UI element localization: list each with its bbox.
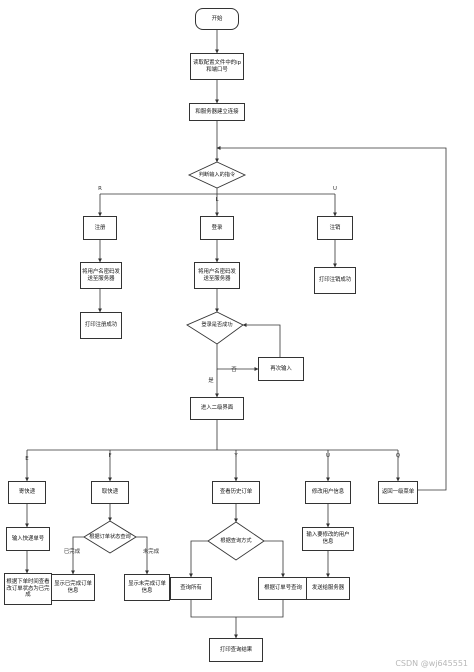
edge-label-q: Q <box>395 453 401 459</box>
edge-no-retry <box>216 344 259 371</box>
query-all-node: 查询所有 <box>170 577 212 600</box>
decision-login: 登录是否成功 <box>201 321 233 328</box>
query-no-node: 根据订单号查询 <box>258 577 308 600</box>
enter-menu-node: 进入二级界面 <box>190 397 244 420</box>
show-done-node: 显示已完成订单信息 <box>51 574 95 601</box>
edge-query-no <box>264 540 285 578</box>
express-node: 寄快递 <box>8 481 46 504</box>
send-server-node: 发送给服务器 <box>306 577 350 600</box>
edge-status-done <box>71 536 84 575</box>
edge-label-yes: 是 <box>208 378 214 384</box>
decision-query: 根据查询方式 <box>220 537 252 544</box>
decision-cmd-shape <box>187 161 247 189</box>
read-config-node: 读取配置文件中的ip和端口号 <box>190 53 244 80</box>
history-node: 查看历史订单 <box>212 481 260 504</box>
register-node: 注册 <box>83 216 117 240</box>
pickup-node: 取快递 <box>91 481 129 504</box>
modify-node: 修改用户信息 <box>305 481 351 504</box>
edge-label-y: Y <box>234 453 238 459</box>
login-node: 登录 <box>200 216 234 240</box>
edge-status-undone <box>136 536 149 575</box>
edge-all-merge <box>190 600 284 618</box>
input-new-node: 输入要修改的用户信息 <box>302 527 354 551</box>
connect-node: 和服务器建立连接 <box>189 103 245 121</box>
show-undone-node: 显示未完成订单信息 <box>124 574 170 601</box>
edge-label-r: R <box>98 186 102 192</box>
edge-back-loop <box>216 146 447 491</box>
edge-label-done: 已完成 <box>63 549 81 555</box>
edge-label-f: F <box>108 453 112 459</box>
decision-cmd: 判断输入的指令 <box>198 171 236 178</box>
start-node: 开始 <box>195 8 239 30</box>
decision-status-shape <box>83 520 137 554</box>
back-node: 返回一级菜单 <box>378 481 418 504</box>
send-login-node: 将用户名密码发送至服务器 <box>194 262 240 289</box>
retry-node: 再次输入 <box>258 357 304 381</box>
decision-status: 根据订单状态查询 <box>89 533 131 540</box>
watermark: CSDN @wj645551 <box>395 659 468 668</box>
edge-label-undone: 未完成 <box>142 549 160 555</box>
print-logout-node: 打印注销成功 <box>314 267 356 294</box>
decision-login-shape <box>186 311 244 345</box>
print-result-node: 打印查询结果 <box>209 638 263 662</box>
edge-retry-check <box>242 323 281 357</box>
send-register-node: 将用户名密码发送至服务器 <box>80 262 122 289</box>
edge-query-all <box>189 540 208 578</box>
deliver-node: 根据下单时间查看改订单状态为已完成 <box>4 573 52 605</box>
print-register-node: 打印注册成功 <box>80 312 122 339</box>
edge-label-no: 否 <box>231 367 237 373</box>
edge-label-e: E <box>25 456 29 462</box>
input-no-node: 输入快递单号 <box>6 527 50 551</box>
decision-query-shape <box>207 521 265 561</box>
edge-label-u2: U <box>326 453 330 459</box>
edge-label-l: L <box>215 197 219 203</box>
edge-label-u: U <box>333 186 337 192</box>
logout-node: 注销 <box>317 216 353 240</box>
